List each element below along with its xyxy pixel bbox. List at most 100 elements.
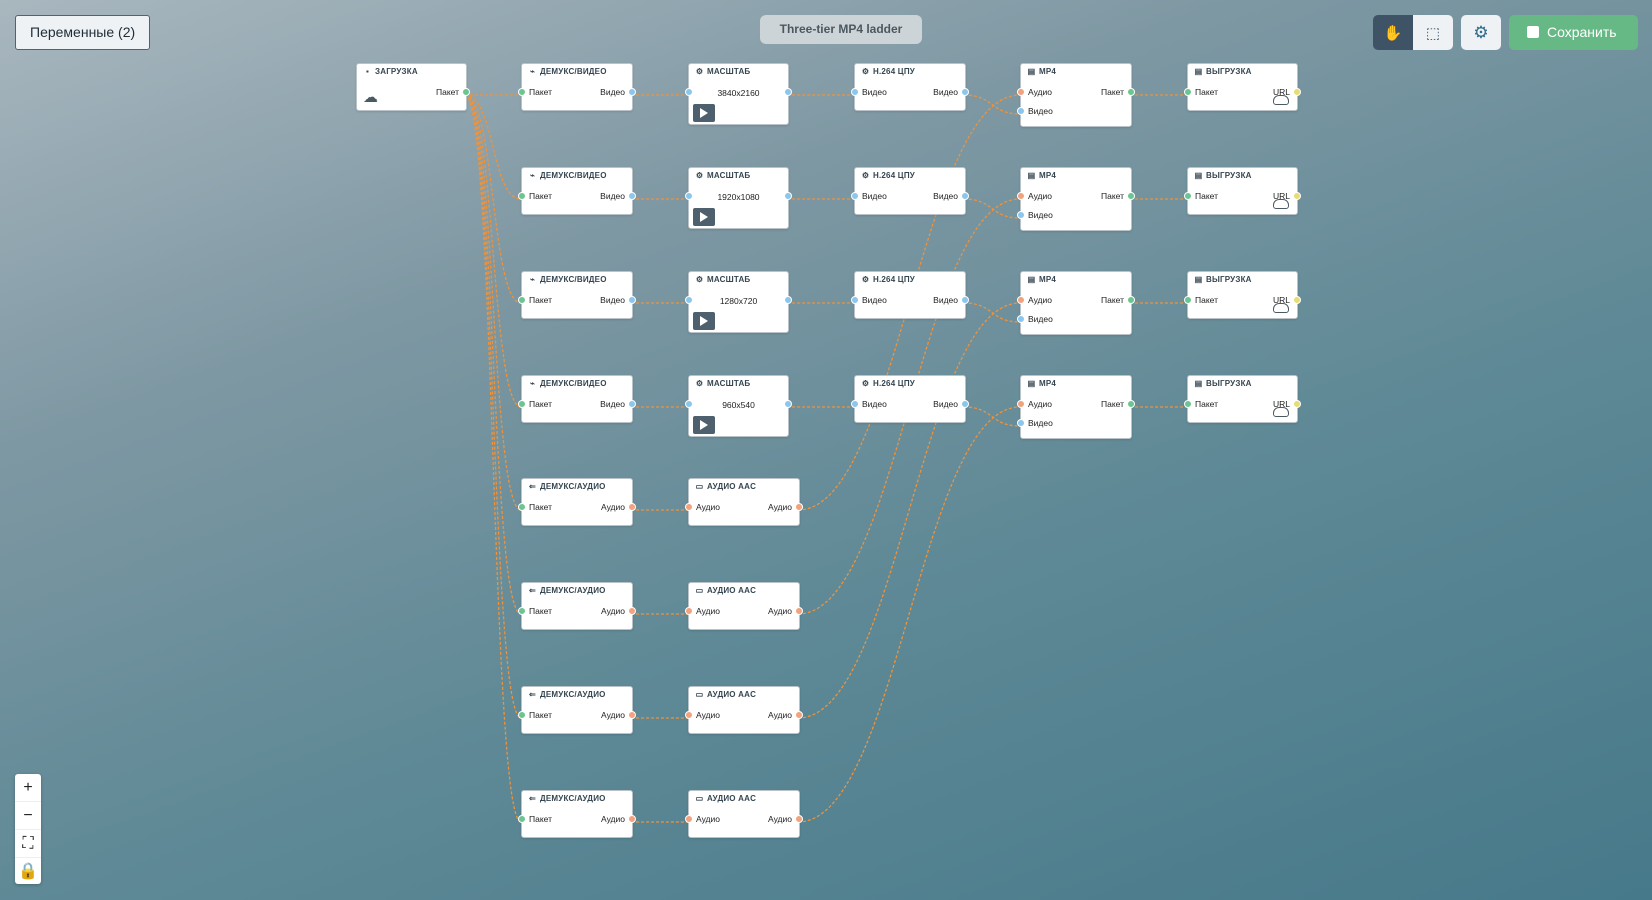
output-port[interactable] xyxy=(961,192,969,200)
video-input-port[interactable] xyxy=(1017,419,1025,427)
input-port[interactable] xyxy=(1184,400,1192,408)
input-port[interactable] xyxy=(685,192,693,200)
output-port[interactable] xyxy=(784,88,792,96)
output-port[interactable] xyxy=(1127,296,1135,304)
zoom-out-button[interactable]: − xyxy=(15,802,41,830)
pan-tool-button[interactable]: ✋ xyxy=(1373,15,1413,50)
output-port[interactable] xyxy=(1293,88,1301,96)
output-port[interactable] xyxy=(784,400,792,408)
video-input-port[interactable] xyxy=(1017,107,1025,115)
settings-button[interactable]: ⚙ xyxy=(1461,15,1501,50)
output-port[interactable] xyxy=(795,607,803,615)
input-port[interactable] xyxy=(1184,296,1192,304)
input-port[interactable] xyxy=(685,296,693,304)
output-port[interactable] xyxy=(784,296,792,304)
variables-button[interactable]: Переменные (2) xyxy=(15,15,151,50)
input-port[interactable] xyxy=(685,88,693,96)
output-port[interactable] xyxy=(1127,400,1135,408)
output-port[interactable] xyxy=(795,711,803,719)
audio-input-port[interactable] xyxy=(1017,400,1025,408)
output-port[interactable] xyxy=(961,296,969,304)
output-port[interactable] xyxy=(1127,88,1135,96)
output-port[interactable] xyxy=(961,88,969,96)
video-input-port[interactable] xyxy=(1017,315,1025,323)
audio-input-port[interactable] xyxy=(1017,296,1025,304)
input-port[interactable] xyxy=(851,192,859,200)
input-port[interactable] xyxy=(518,296,526,304)
output-port[interactable] xyxy=(784,192,792,200)
output-port[interactable] xyxy=(628,400,636,408)
input-port[interactable] xyxy=(518,711,526,719)
output-port[interactable] xyxy=(628,815,636,823)
save-icon xyxy=(1527,26,1539,38)
output-port[interactable] xyxy=(1293,400,1301,408)
zoom-in-button[interactable]: + xyxy=(15,774,41,802)
output-port[interactable] xyxy=(628,711,636,719)
input-port[interactable] xyxy=(1184,192,1192,200)
audio-input-port[interactable] xyxy=(1017,192,1025,200)
output-port[interactable] xyxy=(628,88,636,96)
input-port[interactable] xyxy=(518,607,526,615)
save-button[interactable]: Сохранить xyxy=(1509,15,1638,50)
output-port[interactable] xyxy=(628,192,636,200)
upload-node[interactable]: ▪ЗАГРУЗКА☁Пакет xyxy=(356,63,470,111)
output-port[interactable] xyxy=(462,88,470,96)
output-port[interactable] xyxy=(795,815,803,823)
input-port[interactable] xyxy=(685,400,693,408)
output-port[interactable] xyxy=(1127,192,1135,200)
output-port[interactable] xyxy=(795,503,803,511)
input-port[interactable] xyxy=(685,815,693,823)
input-port[interactable] xyxy=(518,88,526,96)
input-port[interactable] xyxy=(851,296,859,304)
input-port[interactable] xyxy=(518,503,526,511)
audio-input-port[interactable] xyxy=(1017,88,1025,96)
output-port[interactable] xyxy=(628,607,636,615)
input-port[interactable] xyxy=(685,503,693,511)
input-port[interactable] xyxy=(685,711,693,719)
input-port[interactable] xyxy=(518,192,526,200)
output-port[interactable] xyxy=(628,296,636,304)
output-port[interactable] xyxy=(1293,296,1301,304)
input-port[interactable] xyxy=(518,400,526,408)
output-port[interactable] xyxy=(1293,192,1301,200)
output-port[interactable] xyxy=(628,503,636,511)
select-tool-button[interactable]: ⬚ xyxy=(1413,15,1453,50)
input-port[interactable] xyxy=(1184,88,1192,96)
lock-button[interactable]: 🔒 xyxy=(18,863,38,880)
input-port[interactable] xyxy=(851,88,859,96)
input-port[interactable] xyxy=(518,815,526,823)
input-port[interactable] xyxy=(851,400,859,408)
fit-view-button[interactable]: ⛶ xyxy=(15,830,41,858)
input-port[interactable] xyxy=(685,607,693,615)
video-input-port[interactable] xyxy=(1017,211,1025,219)
output-port[interactable] xyxy=(961,400,969,408)
